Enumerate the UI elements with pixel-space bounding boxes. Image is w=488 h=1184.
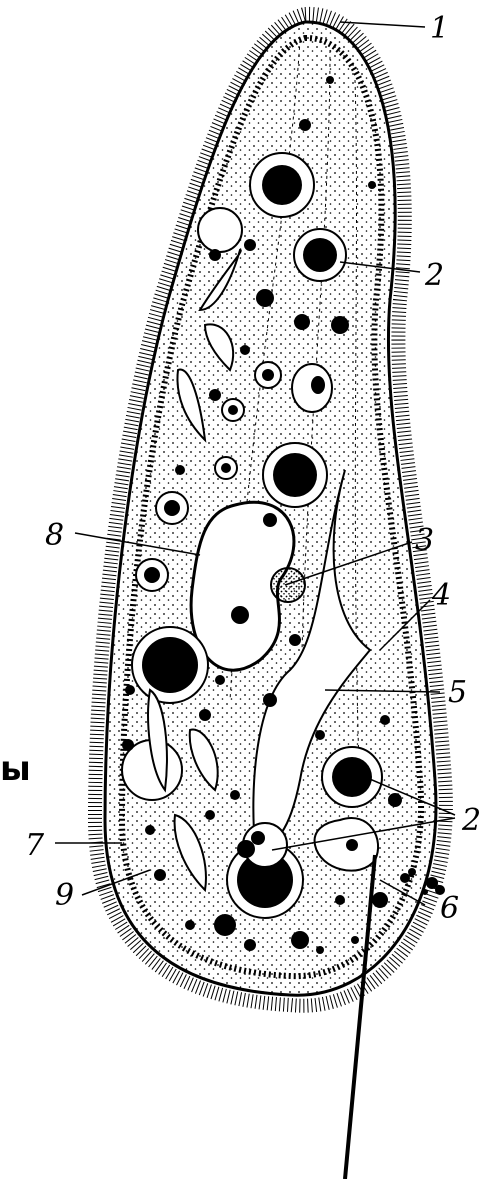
micronucleus — [271, 568, 305, 602]
contractile-vacuole-front — [198, 208, 242, 252]
label-2-upper: 2 — [424, 258, 444, 293]
label-9: 9 — [55, 878, 74, 913]
label-6: 6 — [440, 891, 459, 926]
label-2-lower: 2 — [461, 803, 481, 838]
label-7: 7 — [25, 828, 45, 863]
cut-off-side-text: ы — [0, 752, 31, 786]
label-1: 1 — [430, 11, 449, 46]
label-5: 5 — [448, 675, 467, 710]
label-8: 8 — [45, 518, 64, 553]
label-3: 3 — [415, 523, 434, 558]
label-4: 4 — [431, 578, 451, 613]
